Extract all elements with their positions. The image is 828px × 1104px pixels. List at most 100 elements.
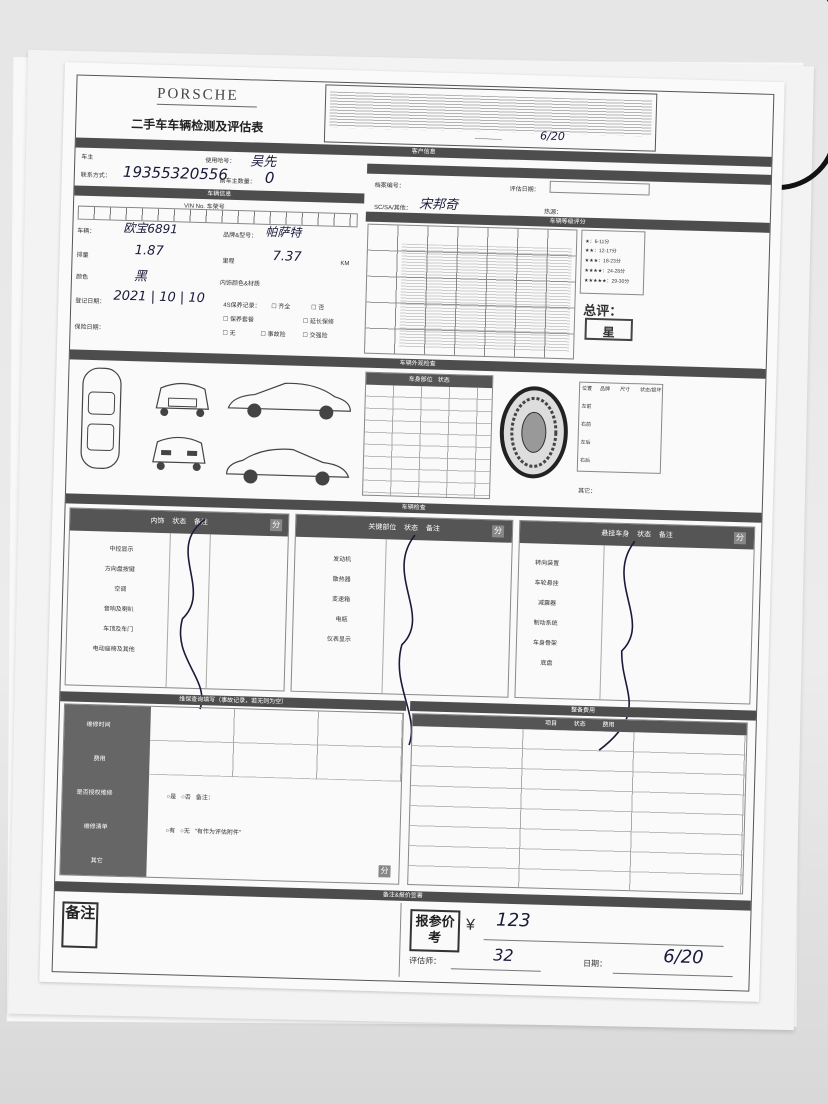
model-label: 车辆：: [77, 228, 96, 236]
grade-table: [363, 223, 578, 360]
surname-value: 吴先: [250, 154, 277, 171]
tire-header-status: 状态/损坏: [639, 387, 662, 394]
remark-label: 备注: [61, 901, 99, 949]
date-value: 6/20: [662, 946, 704, 969]
fee-grid: [408, 726, 747, 894]
4s-label: 4S保养记录：: [223, 302, 261, 310]
file-no-label: 档案编号：: [374, 182, 405, 190]
contact-label: 联系方式：: [80, 172, 111, 180]
brand-logo: PORSCHE: [156, 85, 239, 104]
score-box: 星: [584, 317, 634, 342]
star-4: ★★★★：24-28分: [584, 267, 626, 275]
tire-table: 位置 品牌 尺寸 状态/损坏 左前 右前 左后 右后: [576, 381, 664, 474]
color-value: 黑: [133, 269, 148, 285]
accident-option[interactable]: ☐ 事故险: [260, 331, 286, 339]
eval-date-label: 评估日期：: [509, 186, 540, 194]
evaluation-sheet: PORSCHE 二手车车辆检测及评估表 ________ 6/20 客户信息 车…: [39, 62, 785, 1002]
disclaimer-text: [329, 91, 653, 137]
tire-row-lf: 左前: [581, 403, 592, 410]
vin-boxes[interactable]: [77, 205, 358, 228]
tire-header-brand: 品牌: [599, 386, 611, 393]
yen-sign: ¥: [465, 916, 476, 934]
none-option[interactable]: ☐ 无: [222, 330, 236, 337]
score-value: 星: [602, 325, 615, 340]
footer-divider: [398, 902, 402, 977]
phone-value: 19355320556: [122, 162, 229, 184]
extended-option[interactable]: ☐ 延长保修: [302, 318, 334, 326]
sign-label: ________: [474, 133, 502, 141]
complete-option[interactable]: ☐ 齐全: [271, 303, 291, 311]
star-legend: ★：6-11分 ★★：12-17分 ★★★：18-23分 ★★★★：24-28分…: [579, 229, 646, 296]
stamp-icon: 分: [378, 865, 391, 878]
tire-image: [496, 383, 571, 486]
sign-date: 6/20: [539, 129, 565, 144]
reg-date-value: 2021 | 10 | 10: [113, 288, 206, 307]
evaluator-underline: [450, 968, 541, 972]
car-front-view: [150, 370, 216, 427]
star-1: ★：6-11分: [585, 238, 610, 246]
interior-label: 内饰颜色&材质: [219, 280, 260, 288]
service-table: 维修时间 费用 是否授权维修 维修清单 其它 ○是 ○否 备注： ○有 ○无 "…: [59, 703, 404, 885]
tire-header-size: 尺寸: [619, 386, 631, 394]
service-list-label: 维修清单: [83, 823, 108, 831]
service-auth-label: 是否授权维修: [76, 789, 113, 797]
car-rear-view: [146, 424, 212, 481]
quote-value: 123: [495, 909, 531, 932]
insurance-label: 保险日期：: [74, 324, 105, 332]
exterior-panel-grid: [363, 384, 493, 499]
handwritten-strokes: [179, 518, 636, 751]
brand-value: 帕萨特: [265, 224, 302, 240]
exterior-panel-table: 车身部位 状态: [361, 371, 494, 500]
tire-header-pos: 位置: [581, 385, 593, 392]
service-other-label: 其它: [90, 858, 103, 865]
quote-underline: [483, 939, 724, 947]
page-title: 二手车车辆检测及评估表: [131, 117, 264, 135]
auth-options[interactable]: ○是 ○否 备注：: [166, 794, 214, 802]
sc-label: SC/SA/其他：: [373, 204, 412, 212]
source-label: 热源：: [543, 209, 563, 217]
grade-table-text: [399, 243, 572, 353]
tire-row-rf: 右前: [580, 421, 592, 428]
car-side-left: [222, 442, 353, 495]
color-label: 颜色: [75, 274, 89, 281]
car-top-view: [74, 364, 127, 480]
evaluator-label: 评估师：: [408, 956, 442, 966]
service-fee-label: 费用: [93, 756, 106, 763]
mileage-value: 7.37: [272, 249, 302, 265]
brand-label: 品牌&型号：: [223, 232, 258, 240]
score-label: 总评：: [583, 302, 623, 319]
logo-underline: [156, 103, 257, 108]
date-label: 日期：: [582, 958, 608, 969]
displacement-label: 排量: [76, 252, 89, 259]
evaluation-form: PORSCHE 二手车车辆检测及评估表 ________ 6/20 客户信息 车…: [51, 74, 775, 992]
car-owner-label: 车主: [81, 154, 94, 161]
star-2: ★★：12-17分: [584, 247, 617, 255]
disclaimer-box: ________ 6/20: [323, 84, 658, 152]
tire-row-lr: 左后: [580, 439, 591, 446]
tire-other-label: 其它：: [578, 488, 597, 496]
owner-count-value: 0: [264, 168, 275, 188]
mileage-label: 里程: [222, 258, 235, 265]
date-underline: [612, 972, 733, 978]
service-grid: [149, 706, 403, 782]
star-3: ★★★：18-23分: [584, 257, 621, 265]
car-side-right: [224, 376, 355, 429]
star-5: ★★★★★：29-30分: [583, 277, 630, 285]
tire-row-rr: 右后: [579, 457, 591, 464]
maintenance-option[interactable]: ☐ 保养套餐: [222, 316, 254, 324]
evaluator-value: 32: [492, 945, 514, 965]
sc-value: 宋邦奇: [418, 197, 459, 214]
fee-table: 项目 状态 费用: [407, 713, 748, 895]
list-options[interactable]: ○有 ○无 "有作为评估附件": [165, 828, 242, 837]
no-option[interactable]: ☐ 否: [311, 305, 325, 312]
user-label: 使用哈号：: [205, 158, 236, 165]
transfer-option[interactable]: ☐ 交强险: [302, 332, 328, 340]
owner-count-label: 前车主数量：: [219, 178, 256, 186]
eval-date-field[interactable]: [549, 180, 650, 196]
displacement-value: 1.87: [134, 243, 164, 259]
quote-label: 报参价考: [409, 909, 461, 953]
service-time-label: 维修时间: [86, 721, 111, 729]
mileage-unit: KM: [340, 260, 350, 268]
model-value: 欧宝6891: [123, 220, 179, 237]
reg-date-label: 登记日期：: [75, 298, 106, 306]
